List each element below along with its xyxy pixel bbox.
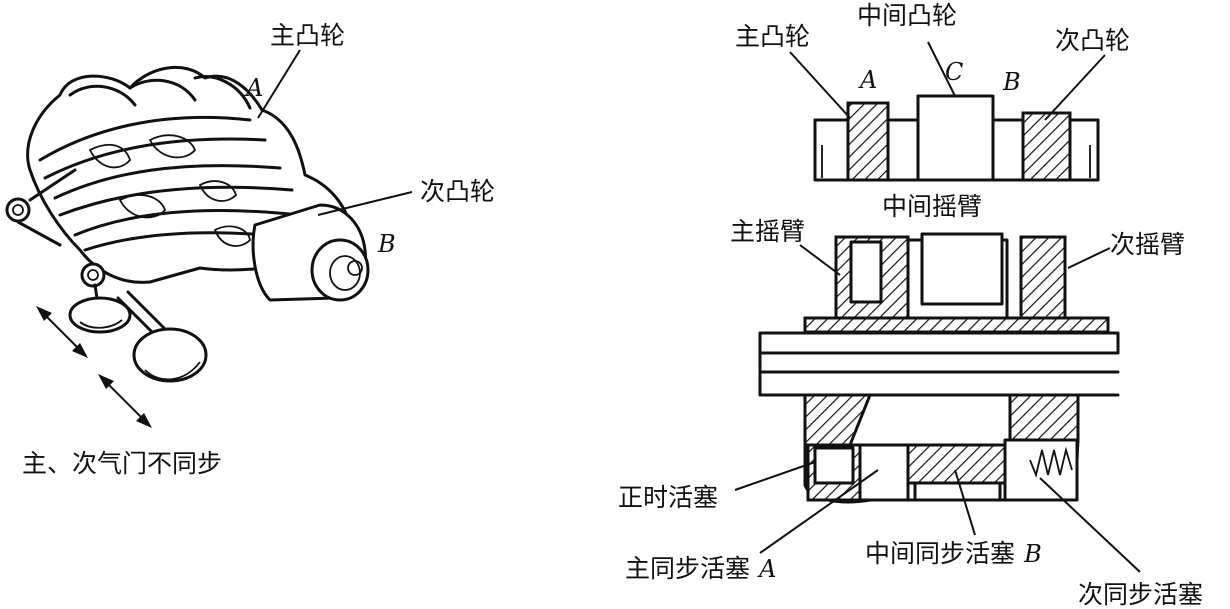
rocker-shaft	[758, 331, 1120, 397]
label-primary-sync-piston: 主同步活塞 A	[625, 554, 776, 583]
cam-middle-section	[916, 94, 995, 182]
label-middle-sync-piston-letter: B	[1023, 540, 1042, 568]
label-middle-sync-piston-text: 中间同步活塞	[865, 539, 1015, 568]
letter-right-b: B	[1002, 68, 1021, 96]
leader-right-primary-cam	[789, 51, 851, 119]
caption-valves-not-synchronized: 主、次气门不同步	[22, 449, 222, 478]
motion-arrow-primary	[36, 306, 88, 358]
letter-left-a: A	[244, 74, 263, 102]
return-spring	[1029, 446, 1073, 478]
label-left-primary-cam: 主凸轮	[270, 21, 345, 50]
motion-arrow-secondary	[98, 374, 152, 428]
valve-primary	[68, 283, 132, 334]
right-rocker-row	[803, 232, 1110, 334]
leader-right-secondary-cam	[1044, 54, 1106, 121]
leader-middle-sync-piston	[954, 469, 976, 536]
piston-secondary-sync	[1003, 438, 1079, 502]
leader-secondary-sync-piston	[1039, 477, 1141, 573]
leader-left-primary-cam	[257, 49, 301, 119]
label-right-secondary-cam: 次凸轮	[1055, 26, 1130, 55]
leader-primary-sync-piston	[759, 469, 879, 554]
left-rocker-assembly-drawing	[5, 49, 413, 428]
label-timing-piston: 正时活塞	[618, 483, 718, 512]
label-middle-rocker: 中间摇臂	[882, 192, 982, 221]
rocker-secondary-section	[1019, 235, 1067, 320]
label-primary-sync-piston-letter: A	[757, 555, 776, 583]
leader-right-middle-cam	[927, 41, 956, 97]
cam-primary-section	[846, 101, 890, 182]
label-secondary-sync-piston: 次同步活塞	[1078, 580, 1203, 609]
label-middle-sync-piston: 中间同步活塞 B	[865, 539, 1042, 568]
label-primary-rocker: 主摇臂	[730, 217, 805, 246]
label-right-primary-cam: 主凸轮	[735, 22, 810, 51]
letter-right-c: C	[945, 58, 963, 86]
right-cam-row	[813, 94, 1100, 182]
leader-left-secondary-cam	[317, 191, 413, 216]
letter-right-a: A	[858, 66, 877, 94]
leader-secondary-rocker	[1067, 247, 1111, 269]
letter-left-b: B	[377, 230, 396, 258]
cam-secondary-section	[1021, 111, 1072, 182]
leader-timing-piston	[734, 461, 816, 491]
label-left-secondary-cam: 次凸轮	[420, 177, 495, 206]
leader-primary-rocker	[799, 244, 841, 276]
piston-primary-sync-a	[858, 443, 910, 502]
valve-secondary	[116, 290, 208, 383]
piston-bore-assembly	[803, 393, 1080, 504]
label-secondary-rocker: 次摇臂	[1110, 230, 1185, 259]
label-right-middle-cam: 中间凸轮	[857, 1, 957, 30]
label-primary-sync-piston-text: 主同步活塞	[625, 554, 750, 583]
